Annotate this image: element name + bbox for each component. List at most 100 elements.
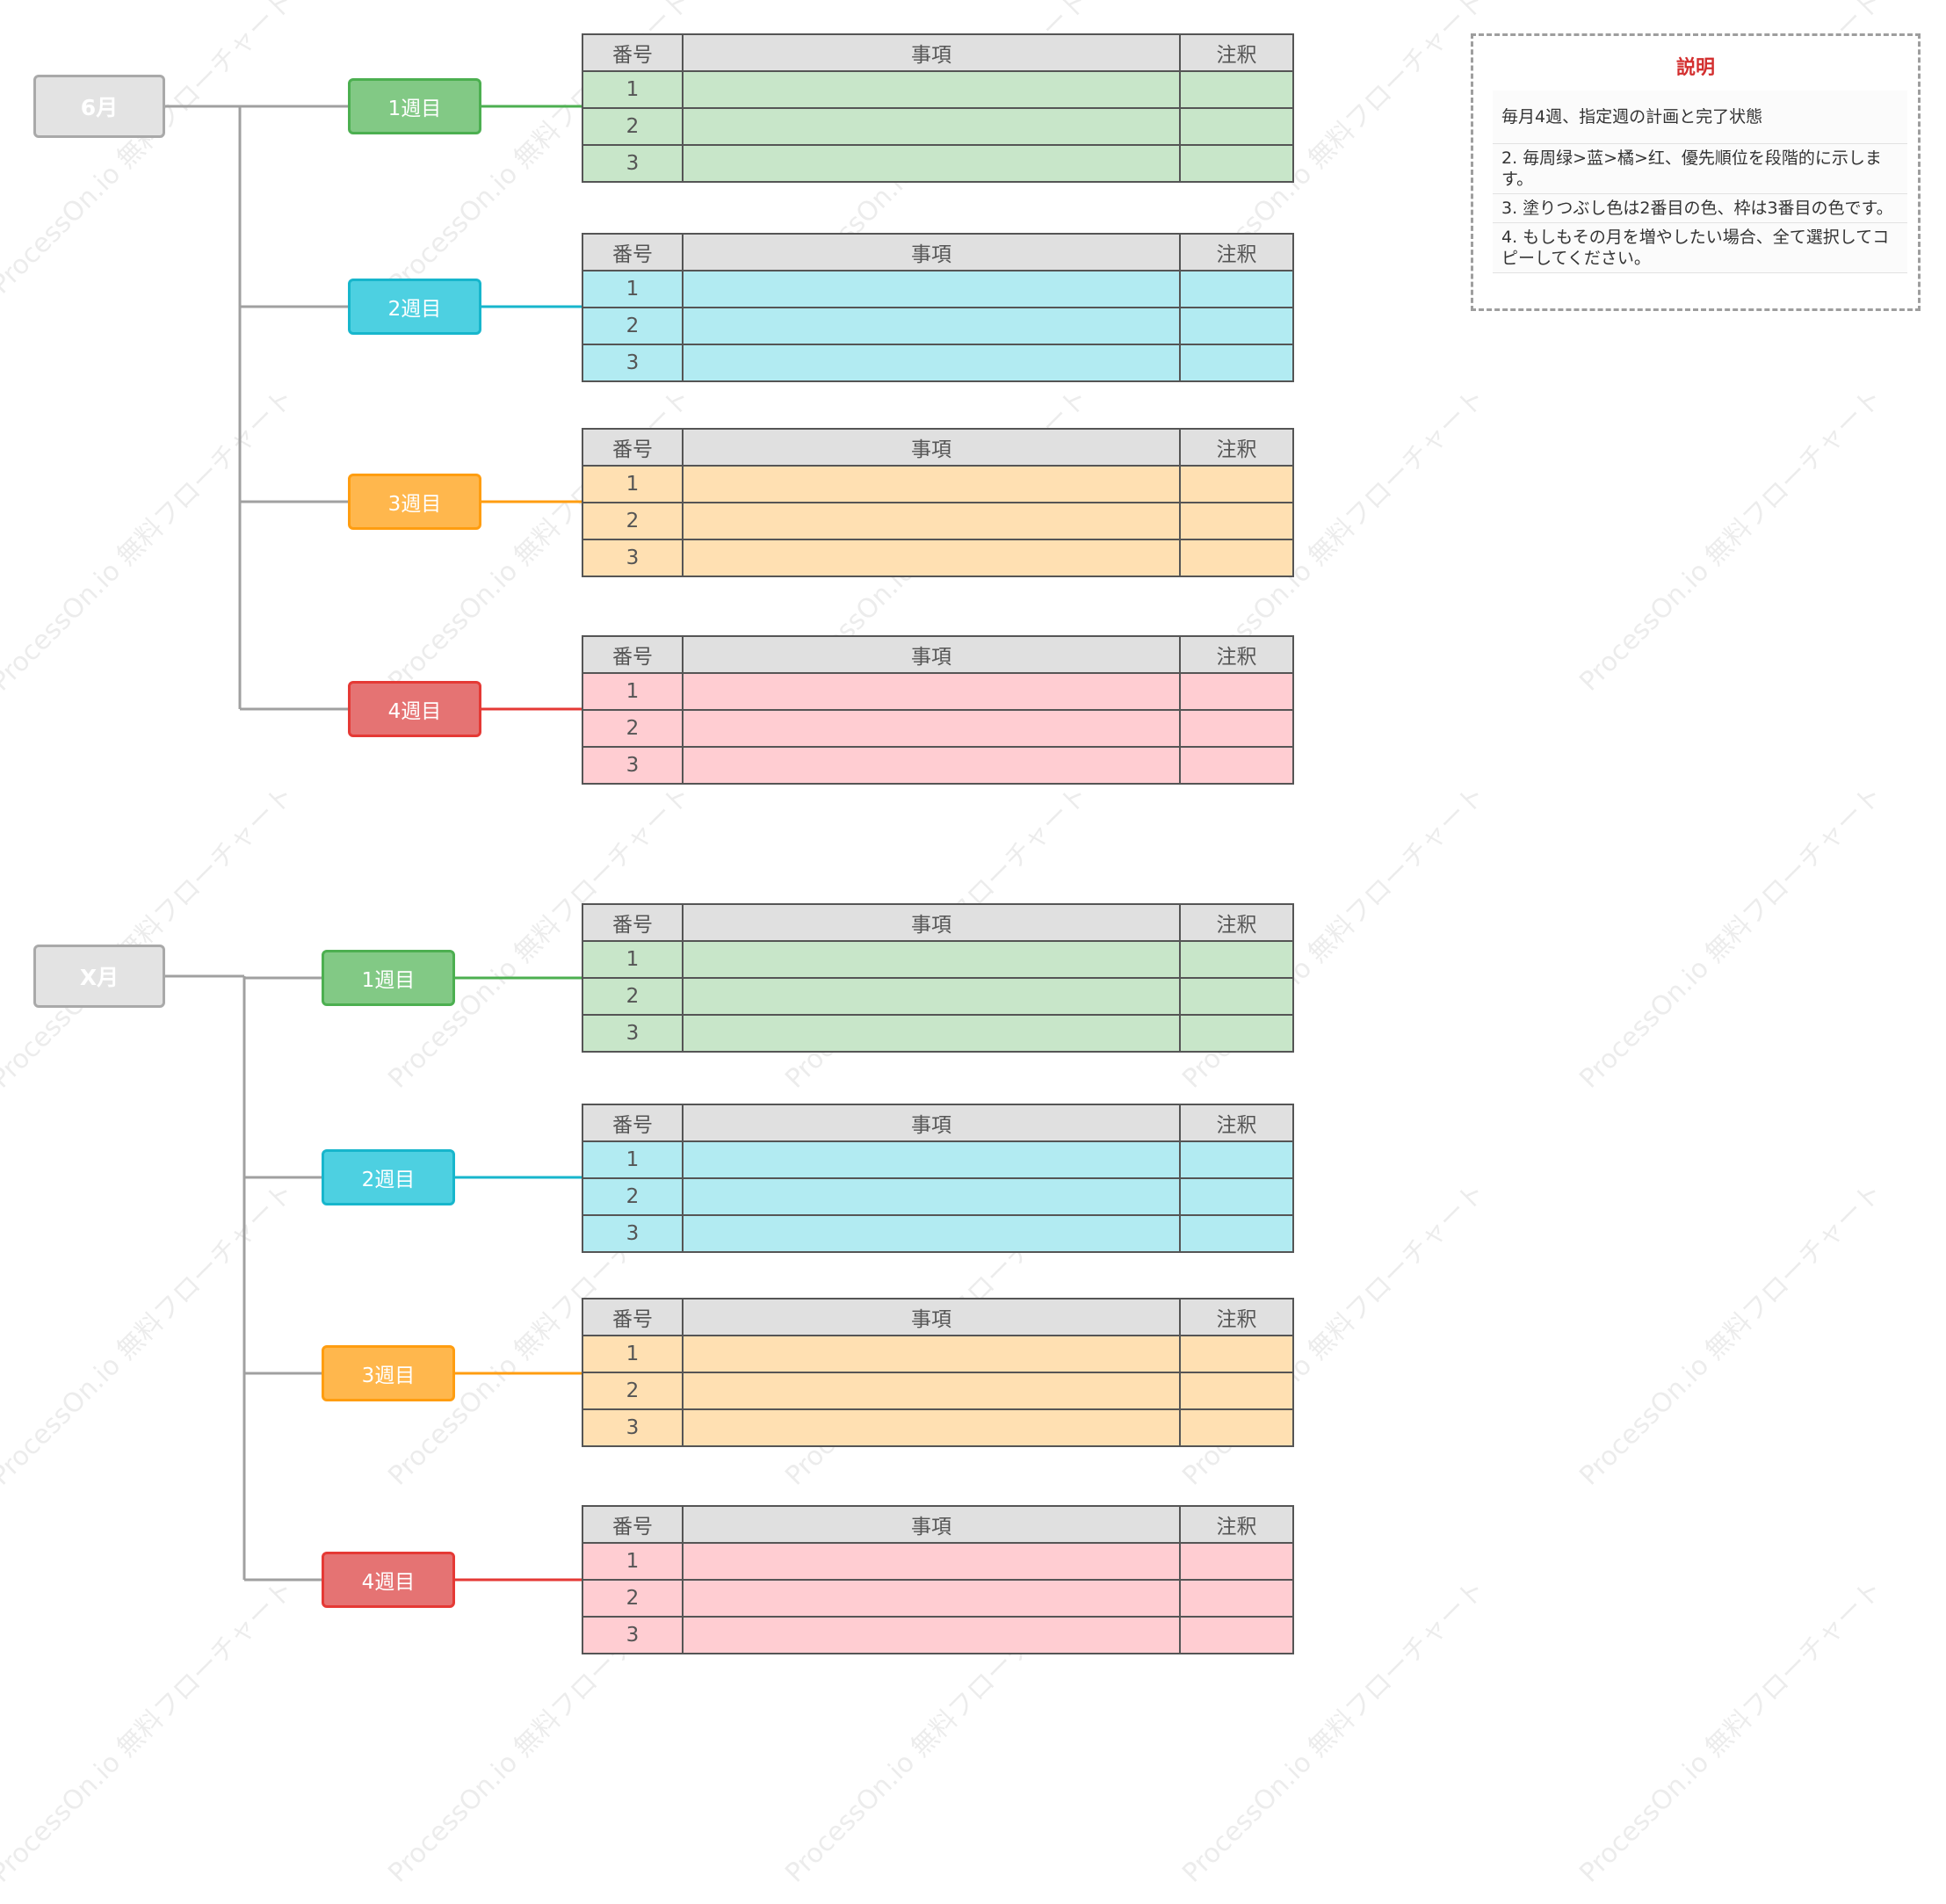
note-cell[interactable]: [1179, 1177, 1294, 1216]
header-no: 番号: [582, 1104, 684, 1142]
table-row: 3: [582, 746, 1294, 785]
table-header-row: 番号事項注釈: [582, 1104, 1294, 1142]
table-row: 2: [582, 709, 1294, 748]
note-cell[interactable]: [1179, 1616, 1294, 1654]
table-row: 3: [582, 1408, 1294, 1447]
item-cell[interactable]: [682, 502, 1181, 540]
note-cell[interactable]: [1179, 1214, 1294, 1253]
header-no: 番号: [582, 635, 684, 674]
item-cell[interactable]: [682, 307, 1181, 345]
item-cell[interactable]: [682, 709, 1181, 748]
note-cell[interactable]: [1179, 1579, 1294, 1618]
item-cell[interactable]: [682, 672, 1181, 711]
item-cell[interactable]: [682, 144, 1181, 183]
header-no: 番号: [582, 1298, 684, 1336]
note-cell[interactable]: [1179, 672, 1294, 711]
week-node[interactable]: 2週目: [348, 279, 481, 335]
note-cell[interactable]: [1179, 502, 1294, 540]
item-cell[interactable]: [682, 270, 1181, 308]
month-node[interactable]: 6月: [33, 75, 165, 138]
table-header-row: 番号事項注釈: [582, 428, 1294, 467]
header-note: 注釈: [1179, 1505, 1294, 1544]
item-cell[interactable]: [682, 539, 1181, 577]
row-number: 1: [582, 270, 684, 308]
week-node[interactable]: 1週目: [322, 950, 455, 1006]
note-line: 毎月4週、指定週の計画と完了状態: [1493, 90, 1907, 144]
header-item: 事項: [682, 233, 1181, 271]
note-cell[interactable]: [1179, 709, 1294, 748]
item-cell[interactable]: [682, 746, 1181, 785]
week-node[interactable]: 1週目: [348, 78, 481, 134]
row-number: 2: [582, 107, 684, 146]
note-cell[interactable]: [1179, 1140, 1294, 1179]
watermark-text: ProcessOn.io 無料フローチャート: [0, 382, 300, 698]
row-number: 2: [582, 1372, 684, 1410]
note-cell[interactable]: [1179, 539, 1294, 577]
item-cell[interactable]: [682, 1372, 1181, 1410]
row-number: 1: [582, 70, 684, 109]
note-cell[interactable]: [1179, 344, 1294, 382]
item-cell[interactable]: [682, 1214, 1181, 1253]
note-cell[interactable]: [1179, 307, 1294, 345]
item-cell[interactable]: [682, 1408, 1181, 1447]
note-cell[interactable]: [1179, 70, 1294, 109]
note-cell[interactable]: [1179, 746, 1294, 785]
week-node[interactable]: 4週目: [322, 1552, 455, 1608]
note-cell[interactable]: [1179, 1014, 1294, 1053]
row-number: 3: [582, 1214, 684, 1253]
note-cell[interactable]: [1179, 1542, 1294, 1581]
item-cell[interactable]: [682, 1335, 1181, 1373]
item-cell[interactable]: [682, 1140, 1181, 1179]
item-cell[interactable]: [682, 465, 1181, 503]
item-cell[interactable]: [682, 1177, 1181, 1216]
note-cell[interactable]: [1179, 1408, 1294, 1447]
week-node[interactable]: 3週目: [348, 474, 481, 530]
row-number: 3: [582, 144, 684, 183]
table-row: 3: [582, 1014, 1294, 1053]
row-number: 1: [582, 1140, 684, 1179]
item-cell[interactable]: [682, 977, 1181, 1016]
row-number: 1: [582, 672, 684, 711]
header-no: 番号: [582, 428, 684, 467]
table-row: 1: [582, 672, 1294, 711]
note-cell[interactable]: [1179, 1335, 1294, 1373]
table-row: 1: [582, 1335, 1294, 1373]
watermark-text: ProcessOn.io 無料フローチャート: [1573, 1176, 1889, 1492]
watermark-text: ProcessOn.io 無料フローチャート: [0, 0, 300, 300]
note-cell[interactable]: [1179, 270, 1294, 308]
item-cell[interactable]: [682, 1014, 1181, 1053]
watermark-text: ProcessOn.io 無料フローチャート: [1573, 1574, 1889, 1889]
note-cell[interactable]: [1179, 144, 1294, 183]
week-node[interactable]: 2週目: [322, 1149, 455, 1205]
table-row: 2: [582, 1177, 1294, 1216]
item-cell[interactable]: [682, 107, 1181, 146]
row-number: 3: [582, 344, 684, 382]
item-cell[interactable]: [682, 940, 1181, 979]
header-note: 注釈: [1179, 1104, 1294, 1142]
week-node[interactable]: 3週目: [322, 1345, 455, 1401]
watermark-text: ProcessOn.io 無料フローチャート: [1573, 382, 1889, 698]
note-cell[interactable]: [1179, 107, 1294, 146]
item-cell[interactable]: [682, 344, 1181, 382]
header-note: 注釈: [1179, 635, 1294, 674]
header-no: 番号: [582, 33, 684, 72]
row-number: 1: [582, 1542, 684, 1581]
month-node[interactable]: X月: [33, 945, 165, 1008]
note-cell[interactable]: [1179, 1372, 1294, 1410]
row-number: 1: [582, 465, 684, 503]
note-cell[interactable]: [1179, 465, 1294, 503]
item-cell[interactable]: [682, 1542, 1181, 1581]
item-cell[interactable]: [682, 1616, 1181, 1654]
header-item: 事項: [682, 33, 1181, 72]
week-node[interactable]: 4週目: [348, 681, 481, 737]
table-row: 1: [582, 465, 1294, 503]
explanation-note[interactable]: 説明 毎月4週、指定週の計画と完了状態 2. 毎周绿>蓝>橘>红、優先順位を段階…: [1471, 33, 1921, 311]
item-cell[interactable]: [682, 70, 1181, 109]
note-line: 2. 毎周绿>蓝>橘>红、優先順位を段階的に示します。: [1493, 144, 1907, 194]
note-cell[interactable]: [1179, 940, 1294, 979]
note-cell[interactable]: [1179, 977, 1294, 1016]
row-number: 2: [582, 709, 684, 748]
table-row: 3: [582, 1616, 1294, 1654]
item-cell[interactable]: [682, 1579, 1181, 1618]
